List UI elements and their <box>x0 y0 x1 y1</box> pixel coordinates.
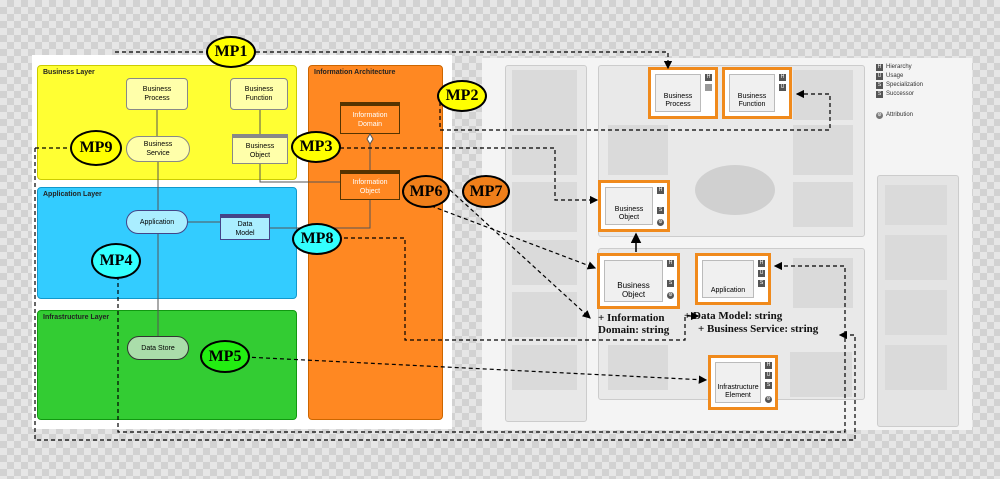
rm-business-process[interactable]: Business Process H <box>648 67 718 119</box>
business-function-label: Business Function <box>244 86 274 102</box>
successor-legend-icon: S <box>876 91 883 98</box>
rm-application-label: Application <box>710 287 746 294</box>
h-badge-icon: H <box>667 260 674 267</box>
business-service-box[interactable]: Business Service <box>126 136 190 162</box>
information-architecture-title: Information Architecture <box>314 69 396 76</box>
rm-business-object-top-body: Business Object <box>605 187 653 225</box>
business-object-box[interactable]: Business Object <box>232 134 288 164</box>
ghost-tile-7 <box>608 125 668 175</box>
mp6-marker: MP6 <box>402 175 450 208</box>
business-process-box[interactable]: Business Process <box>126 78 188 110</box>
rm-business-object[interactable]: Business Object H S ⚙ <box>597 253 680 309</box>
data-store-box[interactable]: Data Store <box>127 336 189 360</box>
h-badge-icon: H <box>758 260 765 267</box>
rm-application[interactable]: Application H U S <box>695 253 771 305</box>
h-badge-icon: H <box>705 74 712 81</box>
information-domain-label: Information Domain <box>352 111 388 128</box>
ghost-tile-2 <box>512 135 577 175</box>
legend-hierarchy: Hierarchy <box>886 64 912 70</box>
attribution-legend-icon: ⚙ <box>876 112 883 119</box>
legend-specialization: Specialization <box>886 82 924 88</box>
ghost-tile-13 <box>790 352 852 397</box>
business-service-label: Business Service <box>143 141 173 157</box>
infrastructure-layer-title: Infrastructure Layer <box>43 314 110 321</box>
attr-data-model: + Data Model: string <box>684 310 783 322</box>
mp1-marker: MP1 <box>206 36 256 68</box>
ghost-tile-10 <box>793 182 853 227</box>
s-badge-icon: S <box>667 280 674 287</box>
data-model-box[interactable]: Data Model <box>220 214 270 240</box>
data-store-label: Data Store <box>141 344 175 352</box>
infrastructure-layer: Infrastructure Layer <box>37 310 297 420</box>
information-object-box[interactable]: Information Object <box>340 170 400 200</box>
application-layer-title: Application Layer <box>43 191 102 198</box>
hierarchy-legend-icon: H <box>876 64 883 71</box>
application-label: Application <box>139 218 175 226</box>
rm-business-function-body: Business Function <box>729 74 775 112</box>
ghost-tile-3 <box>512 182 577 232</box>
business-function-box[interactable]: Business Function <box>230 78 288 110</box>
mp9-marker: MP9 <box>70 130 122 166</box>
gear-icon: ⚙ <box>657 219 664 226</box>
ghost-tile-14 <box>885 185 947 225</box>
mp4-marker: MP4 <box>91 243 141 279</box>
h-badge-icon: H <box>765 362 772 369</box>
legend-successor: Successor <box>886 91 915 97</box>
usage-legend-icon: U <box>876 73 883 80</box>
gear-icon: ⚙ <box>765 396 772 403</box>
ghost-ellipse <box>695 165 775 215</box>
attr-information-domain-2: Domain: string <box>598 324 670 336</box>
mp7-marker: MP7 <box>462 175 510 208</box>
u-badge-icon: U <box>779 84 786 91</box>
u-badge-icon: U <box>758 270 765 277</box>
s-badge-icon: S <box>657 207 664 214</box>
rm-business-function[interactable]: Business Function H U <box>722 67 792 119</box>
rm-infrastructure-element[interactable]: Infrastructure Element H U S ⚙ <box>708 355 778 410</box>
s-badge-icon: S <box>758 280 765 287</box>
rm-application-body: Application <box>702 260 754 298</box>
rm-business-process-label: Business Process <box>663 93 693 108</box>
rm-infrastructure-element-body: Infrastructure Element <box>715 362 761 403</box>
h-badge-icon: H <box>779 74 786 81</box>
mp2-marker: MP2 <box>437 80 487 112</box>
rm-business-process-body: Business Process <box>655 74 701 112</box>
attr-business-service: + Business Service: string <box>698 323 819 335</box>
application-box[interactable]: Application <box>126 210 188 234</box>
u-badge-icon: U <box>765 372 772 379</box>
rm-business-function-label: Business Function <box>737 93 767 108</box>
ghost-tile-6 <box>512 345 577 390</box>
legend-usage: Usage <box>886 73 904 79</box>
business-process-label: Business Process <box>142 86 172 102</box>
rm-infrastructure-element-label: Infrastructure Element <box>717 384 759 399</box>
attr-information-domain-1: + Information <box>598 312 665 324</box>
mp3-marker: MP3 <box>291 131 341 163</box>
data-model-label: Data Model <box>235 220 255 237</box>
u-badge-icon <box>705 84 712 91</box>
rm-business-object-top[interactable]: Business Object H S ⚙ <box>598 180 670 232</box>
mp5-marker: MP5 <box>200 340 250 373</box>
ghost-tile-4 <box>512 240 577 285</box>
business-layer-title: Business Layer <box>43 69 95 76</box>
h-badge-icon: H <box>657 187 664 194</box>
specialization-legend-icon: S <box>876 82 883 89</box>
ghost-tile-12 <box>608 345 668 390</box>
ghost-tile-1 <box>512 70 577 130</box>
rm-business-object-body: Business Object <box>604 260 663 302</box>
gear-icon: ⚙ <box>667 292 674 299</box>
rm-business-object-top-label: Business Object <box>614 206 644 221</box>
information-domain-box[interactable]: Information Domain <box>340 102 400 134</box>
rm-business-object-label: Business Object <box>617 281 650 299</box>
information-object-label: Information Object <box>352 178 388 195</box>
mp8-marker: MP8 <box>292 223 342 255</box>
ghost-tile-16 <box>885 290 947 335</box>
ghost-tile-5 <box>512 292 577 337</box>
legend-attribution: Attribution <box>886 112 914 118</box>
business-object-label: Business Object <box>245 142 275 159</box>
ghost-tile-17 <box>885 345 947 390</box>
ghost-tile-9 <box>793 125 853 175</box>
ghost-tile-15 <box>885 235 947 280</box>
s-badge-icon: S <box>765 382 772 389</box>
